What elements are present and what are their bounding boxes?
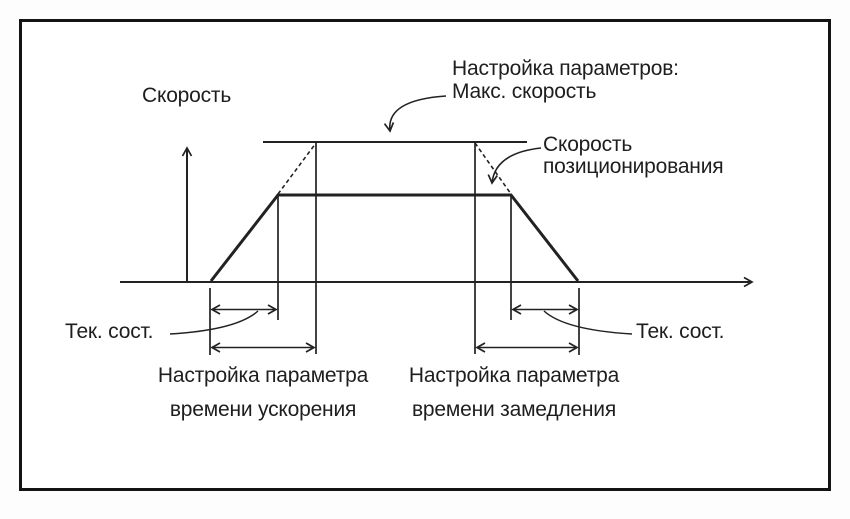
max-speed-label: Настройка параметров: Макс. скорость	[452, 57, 679, 103]
decel-dashed-line	[474, 142, 512, 195]
leader-max-speed-arrow	[383, 95, 447, 133]
accel-time-label-line1: Настройка параметра	[157, 364, 369, 387]
y-axis-label: Скорость	[142, 84, 232, 107]
diagram-frame	[19, 19, 831, 491]
speed-profile-line	[209, 193, 580, 282]
positioning-speed-label: Скорость позиционирования	[543, 133, 724, 178]
leader-actual-state-right	[543, 310, 633, 335]
actual-state-label-right: Тек. сост.	[636, 320, 725, 343]
actual-state-label-left: Тек. сост.	[65, 320, 154, 343]
decel-time-label: Настройка параметра времени замедления	[384, 359, 644, 427]
positioning-speed-label-line1: Скорость	[543, 133, 633, 156]
max-speed-label-line2: Макс. скорость	[452, 80, 597, 103]
accel-dashed-line	[277, 142, 317, 195]
max-speed-label-line1: Настройка параметров:	[452, 57, 679, 80]
decel-time-label-line1: Настройка параметра	[408, 364, 620, 387]
leader-positioning-speed-arrow	[487, 147, 542, 185]
accel-time-label-line2: времени ускорения	[169, 398, 357, 421]
leader-actual-state-left	[169, 310, 259, 335]
accel-time-label: Настройка параметра времени ускорения	[133, 359, 393, 427]
positioning-speed-label-line2: позиционирования	[543, 155, 724, 178]
decel-time-label-line2: времени замедления	[411, 398, 617, 421]
